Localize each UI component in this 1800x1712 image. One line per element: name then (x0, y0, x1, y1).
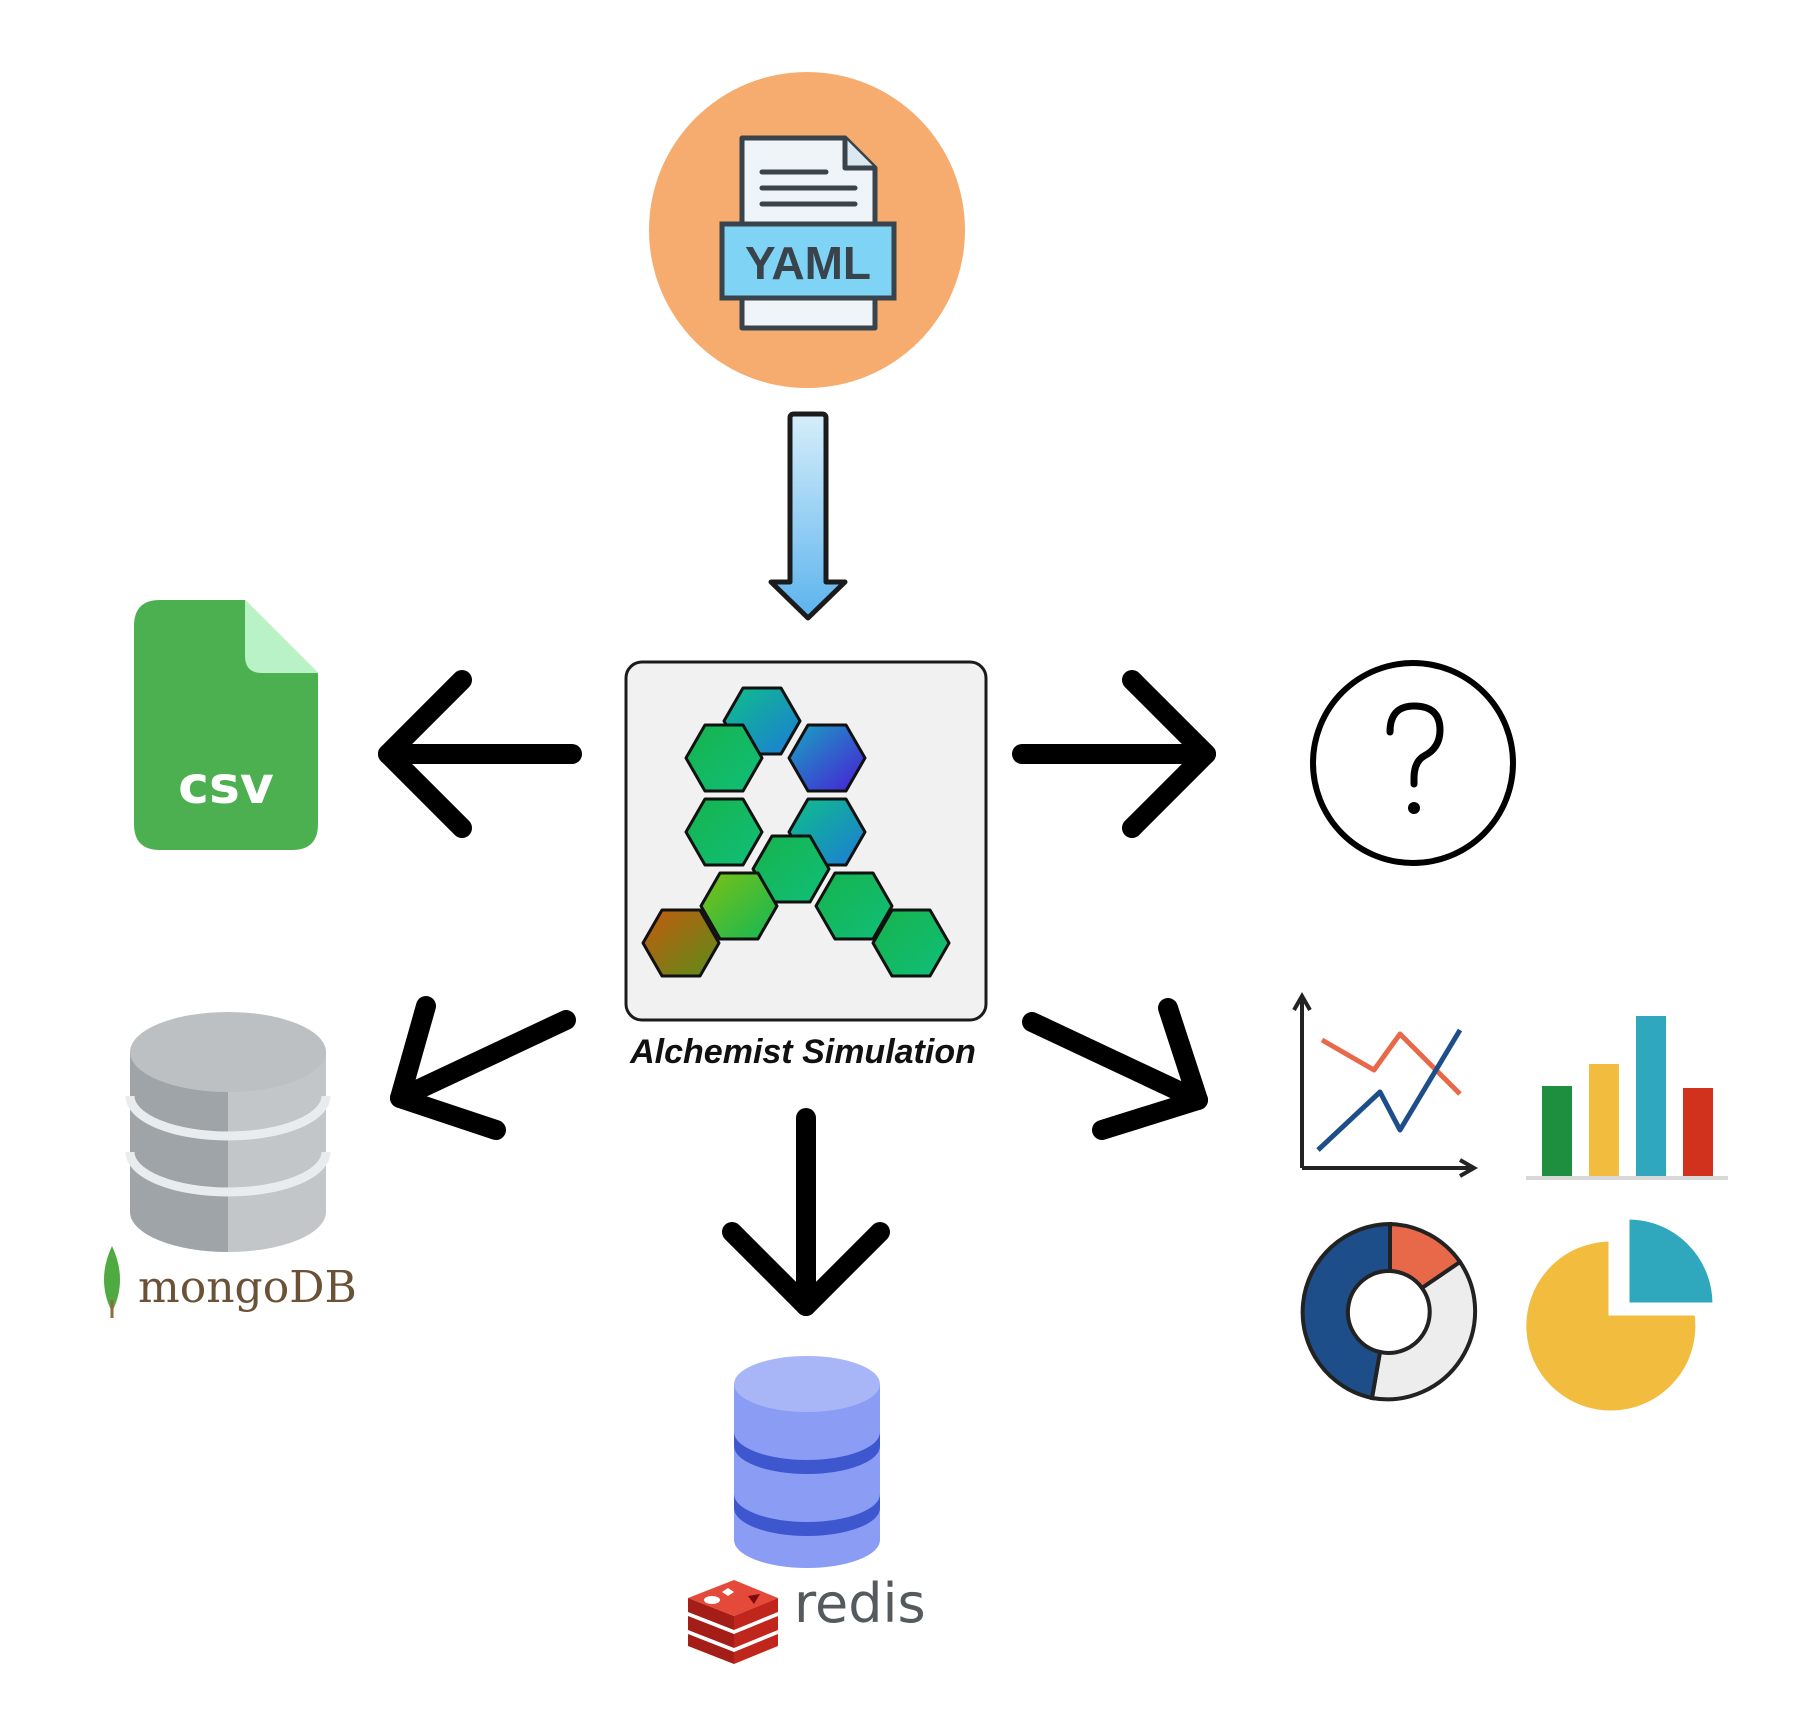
mongodb-label: mongoDB (138, 1262, 357, 1313)
mongodb-database-icon (125, 1012, 331, 1252)
alchemist-simulation-node: Alchemist Simulation (624, 660, 988, 1071)
arrow-to-charts (1022, 998, 1208, 1140)
unknown-output-node (1310, 660, 1516, 866)
arrow-to-mongodb (390, 996, 576, 1140)
csv-output-node: CSV (134, 600, 318, 850)
mongodb-output-node: mongoDB (104, 1012, 357, 1318)
arrow-to-unknown (1012, 670, 1216, 838)
simulation-caption: Alchemist Simulation (629, 1033, 976, 1071)
mongodb-leaf-icon (104, 1246, 120, 1318)
charts-output-node (1292, 991, 1728, 1414)
line-chart-icon (1292, 991, 1479, 1178)
redis-database-icon (734, 1356, 880, 1568)
bar-chart-icon (1526, 1016, 1728, 1180)
donut-chart-icon (1300, 1221, 1478, 1402)
yaml-file-icon (719, 135, 897, 331)
redis-logo-icon (688, 1580, 778, 1664)
redis-label: redis (794, 1572, 926, 1635)
pie-chart-icon (1523, 1216, 1716, 1414)
arrow-to-redis (722, 1108, 890, 1316)
question-mark-icon (1310, 660, 1516, 866)
question-mark-glyph (1386, 702, 1444, 788)
output-arrows (378, 670, 1216, 1316)
arrow-to-csv (378, 670, 582, 838)
csv-file-icon (134, 600, 318, 850)
yaml-label: YAML (745, 237, 871, 289)
question-mark-dot (1408, 802, 1420, 814)
yaml-input-node: YAML (649, 72, 965, 388)
csv-label: CSV (178, 756, 274, 816)
redis-output-node: redis (688, 1356, 926, 1664)
input-arrow (768, 411, 848, 621)
alchemist-logo-icon (641, 686, 951, 978)
